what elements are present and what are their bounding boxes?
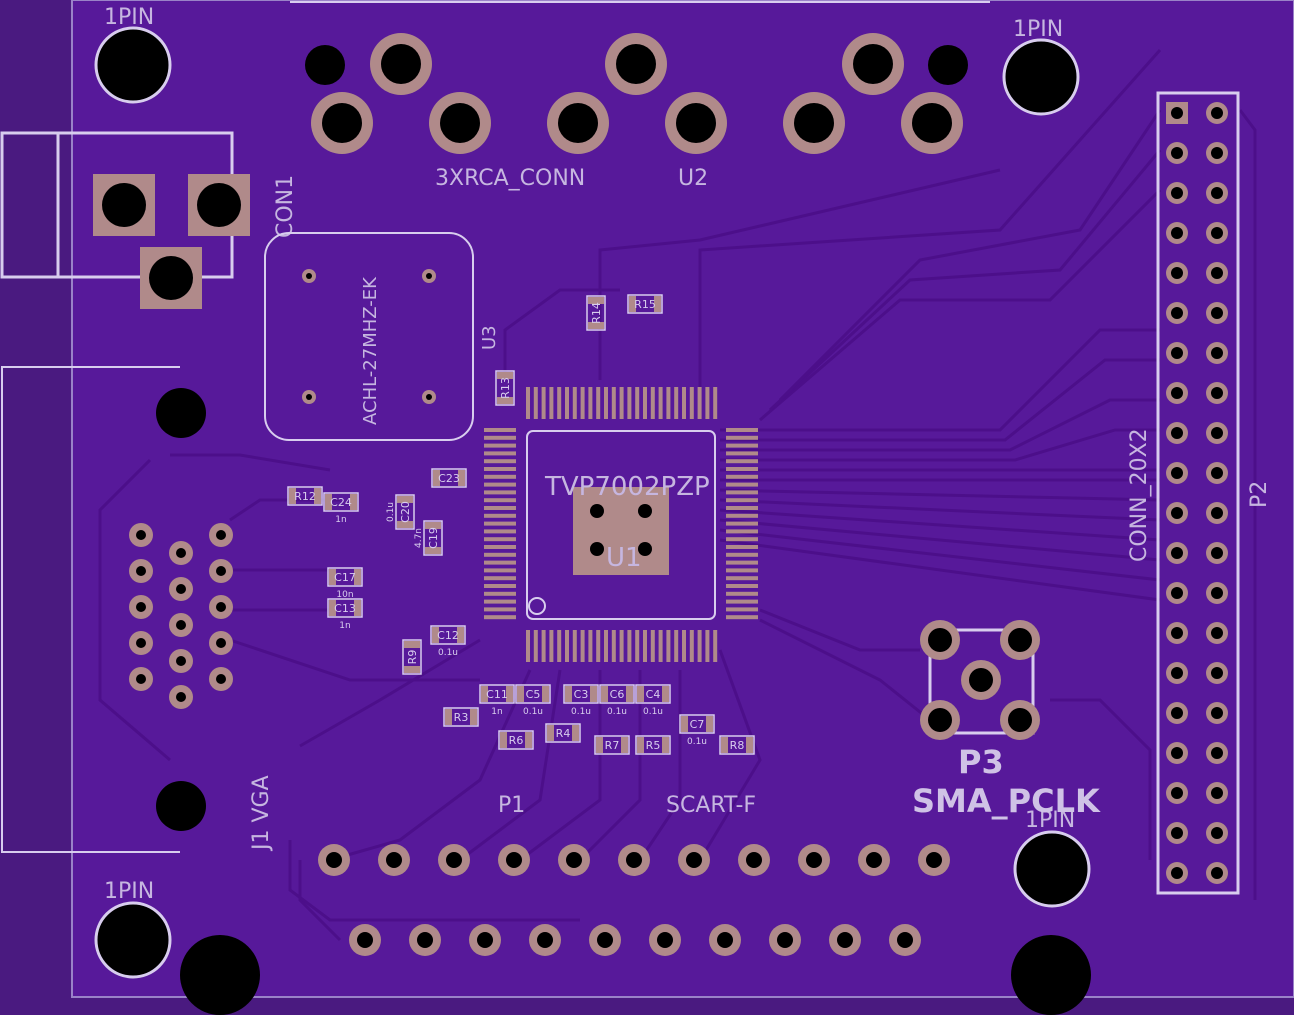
component-ref: C5 [526, 688, 541, 701]
component-value: 0.1u [643, 707, 663, 717]
mounting-hole-top-left [94, 26, 172, 104]
component-c24: C24 1n [323, 492, 359, 525]
component-r4: R4 [545, 723, 581, 743]
component-c11: C11 1n [479, 684, 515, 717]
component-ref: R7 [605, 739, 620, 752]
component-ref: R13 [499, 377, 512, 399]
component-value: 1n [335, 515, 346, 525]
component-value: 0.1u [687, 737, 707, 747]
component-value: 10n [336, 590, 353, 600]
chip-u1 [484, 387, 758, 662]
component-ref: C23 [438, 472, 460, 485]
p3-label: P3 [958, 743, 1004, 781]
component-r5: R5 [635, 735, 671, 755]
component-r13: R13 [495, 370, 515, 406]
scart-hole-right [1011, 935, 1091, 1015]
mounting-hole-bottom-right [1013, 830, 1091, 908]
component-ref: R8 [730, 739, 745, 752]
component-ref: R5 [646, 739, 661, 752]
component-ref: R15 [634, 298, 656, 311]
sma-label: SMA_PCLK [912, 782, 1101, 820]
chip-part-label: TVP7002PZP [544, 472, 710, 502]
component-ref: C19 [427, 527, 440, 549]
component-c12: C12 0.1u [430, 625, 466, 658]
vga-label: J1 VGA [249, 775, 274, 852]
component-r9: R9 [402, 639, 422, 675]
sma-connector [920, 620, 1040, 740]
component-r12: R12 [287, 486, 323, 506]
component-c4: C4 0.1u [635, 684, 671, 717]
rca-label: 3XRCA_CONN [435, 166, 585, 191]
component-value: 0.1u [523, 707, 543, 717]
component-r3: R3 [443, 707, 479, 727]
pin1-label-top-right: 1PIN [1013, 17, 1063, 42]
traces [98, 49, 1257, 942]
component-ref: R3 [454, 711, 469, 724]
component-ref: C3 [574, 688, 589, 701]
scart-connector [318, 844, 950, 956]
component-ref: C4 [646, 688, 661, 701]
component-c5: C5 0.1u [515, 684, 551, 717]
pin1-label-bottom-right: 1PIN [1025, 808, 1075, 833]
component-ref: C17 [334, 571, 356, 584]
component-ref: C13 [334, 602, 356, 615]
component-r7: R7 [594, 735, 630, 755]
component-value: 0.1u [438, 648, 458, 658]
component-r15: R15 [627, 294, 663, 314]
component-ref: R9 [406, 650, 419, 665]
component-r6: R6 [498, 730, 534, 750]
component-c7: C7 0.1u [679, 714, 715, 747]
component-value: 0.1u [571, 707, 591, 717]
component-value: 4.7n [414, 528, 424, 548]
scart-label: SCART-F [666, 793, 756, 818]
component-r14: R14 [586, 295, 606, 331]
scart-hole-left [180, 935, 260, 1015]
component-value: 0.1u [386, 502, 396, 522]
component-ref: R6 [509, 734, 524, 747]
con1-label: CON1 [273, 175, 298, 238]
component-ref: C7 [690, 718, 705, 731]
u3-label: U3 [479, 325, 500, 350]
component-value: 1n [491, 707, 502, 717]
p1-label: P1 [498, 793, 525, 818]
component-ref: C20 [399, 501, 412, 523]
vga-connector [1, 366, 233, 853]
u1-label: U1 [606, 543, 642, 573]
component-ref: C11 [486, 688, 508, 701]
crystal-label: ACHL-27MHZ-EK [360, 276, 381, 425]
p2-header [1156, 91, 1240, 895]
component-ref: R12 [294, 490, 316, 503]
mounting-hole-top-right [1002, 38, 1080, 116]
component-r8: R8 [719, 735, 755, 755]
component-ref: C24 [330, 496, 352, 509]
mounting-hole-bottom-left [94, 901, 172, 979]
crystal-u3 [264, 232, 474, 441]
component-ref: C12 [437, 629, 459, 642]
con1-connector [0, 131, 250, 309]
component-c3: C3 0.1u [563, 684, 599, 717]
component-c23: C23 [431, 468, 467, 488]
component-ref: C6 [610, 688, 625, 701]
component-c13: C13 1n [327, 598, 363, 631]
component-value: 1n [339, 621, 350, 631]
conn-label: CONN_20X2 [1127, 428, 1152, 562]
p2-label: P2 [1247, 481, 1272, 508]
component-value: 0.1u [607, 707, 627, 717]
mounting-holes [94, 26, 1091, 979]
component-ref: R4 [556, 727, 571, 740]
pin1-label-bottom-left: 1PIN [104, 879, 154, 904]
component-c6: C6 0.1u [599, 684, 635, 717]
rca-connector [305, 33, 968, 154]
component-ref: R14 [590, 302, 603, 324]
u2-label: U2 [678, 166, 708, 191]
component-c17: C17 10n [327, 567, 363, 600]
pin1-label-top-left: 1PIN [104, 5, 154, 30]
